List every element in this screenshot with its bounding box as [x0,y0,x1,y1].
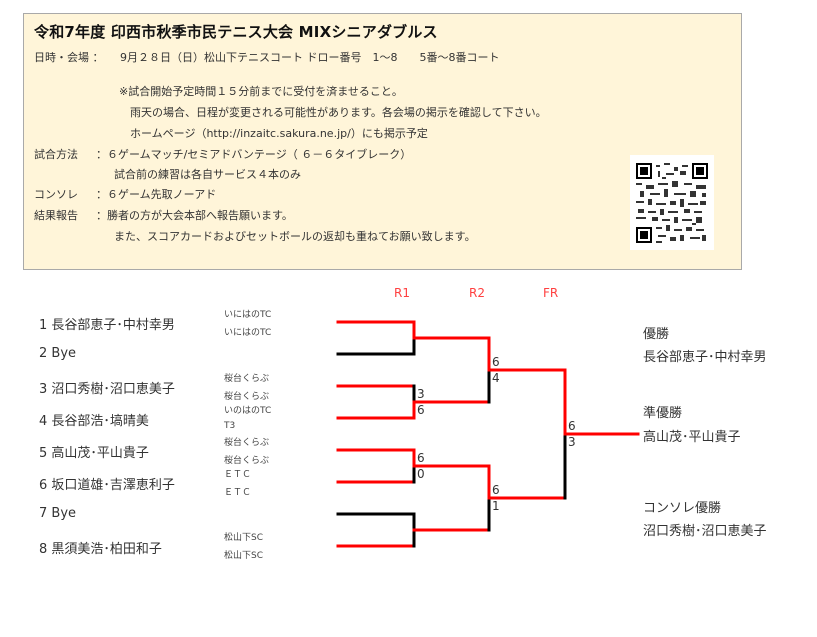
note-rain: 雨天の場合、日程が変更される可能性があります。各会場の掲示を確認して下さい。 [130,106,547,119]
runner-up-label: 準優勝 [643,406,683,421]
method-note: 試合前の練習は各自サービス４本のみ [114,168,301,181]
club-3a: 桜台くらぶ [224,374,270,384]
runner-up-name: 高山茂･平山貴子 [643,430,741,445]
score-final-bottom: 3 [568,435,576,449]
datetime-label: 日時・会場 ： [34,51,104,64]
tournament-info-box: 令和7年度 印西市秋季市民テニス大会 MIXシニアダブルス 日時・会場 ： 9月… [23,13,742,270]
score-r2-m1-bottom: 4 [492,371,500,385]
score-r1-m2-top: 3 [417,387,425,401]
score-r2-m2-bottom: 1 [492,499,500,513]
round-label-r2: R2 [469,286,485,300]
report-value: ：勝者の方が大会本部へ報告願います。 [96,209,293,222]
note-checkin: ※試合開始予定時間１５分前までに受付を済ませること。 [119,85,403,98]
method-value: ：６ゲームマッチ/セミアドバンテージ（ ６－６タイブレーク） [96,148,412,161]
player-7: 7 Bye [39,506,77,521]
score-r1-m3-top: 6 [417,451,425,465]
champion-name: 長谷部恵子･中村幸男 [643,350,767,365]
club-3b: 桜台くらぶ [224,392,270,402]
score-r2-m2-top: 6 [492,483,500,497]
score-final-top: 6 [568,419,576,433]
note-homepage: ホームページ（http://inzaitc.sakura.ne.jp/）にも掲示… [130,127,428,140]
player-4: 4 長谷部浩･塙晴美 [39,414,149,429]
round-label-fr: FR [543,286,559,300]
datetime-value: 9月２８日（日）松山下テニスコート ドロー番号 1～8 5番～8番コート [120,51,500,64]
club-8a: 松山下SC [224,533,263,543]
consolation-label: コンソレ [34,188,78,201]
consolation-value: ：６ゲーム先取ノーアド [96,188,217,201]
club-5b: 桜台くらぶ [224,456,270,466]
player-6: 6 坂口道雄･吉澤恵利子 [39,478,175,493]
champion-label: 優勝 [643,327,670,342]
club-5a: 桜台くらぶ [224,438,270,448]
club-8b: 松山下SC [224,551,263,561]
player-1: 1 長谷部恵子･中村幸男 [39,318,175,333]
player-2: 2 Bye [39,346,77,361]
report-note: また、スコアカードおよびセットボールの返却も重ねてお願い致します。 [114,230,476,243]
score-r2-m1-top: 6 [492,355,500,369]
report-label: 結果報告 [34,209,78,222]
qr-code-icon [630,155,714,250]
club-1b: いにはのTC [224,328,272,338]
consolation-champion-label: コンソレ優勝 [643,501,722,516]
round-label-r1: R1 [394,286,410,300]
club-6a: ＥＴＣ [224,470,252,480]
club-1a: いにはのTC [224,310,272,320]
club-4b: T3 [224,421,236,431]
method-label: 試合方法 [34,148,78,161]
player-3: 3 沼口秀樹･沼口恵美子 [39,382,175,397]
player-5: 5 高山茂･平山貴子 [39,446,149,461]
club-4a: いのはのTC [224,406,272,416]
consolation-champion-name: 沼口秀樹･沼口恵美子 [643,524,767,539]
club-6b: ＥＴＣ [224,488,252,498]
tournament-title: 令和7年度 印西市秋季市民テニス大会 MIXシニアダブルス [34,23,438,41]
player-8: 8 黒須美浩･柏田和子 [39,542,162,557]
score-r1-m2-bottom: 6 [417,403,425,417]
score-r1-m3-bottom: 0 [417,467,425,481]
